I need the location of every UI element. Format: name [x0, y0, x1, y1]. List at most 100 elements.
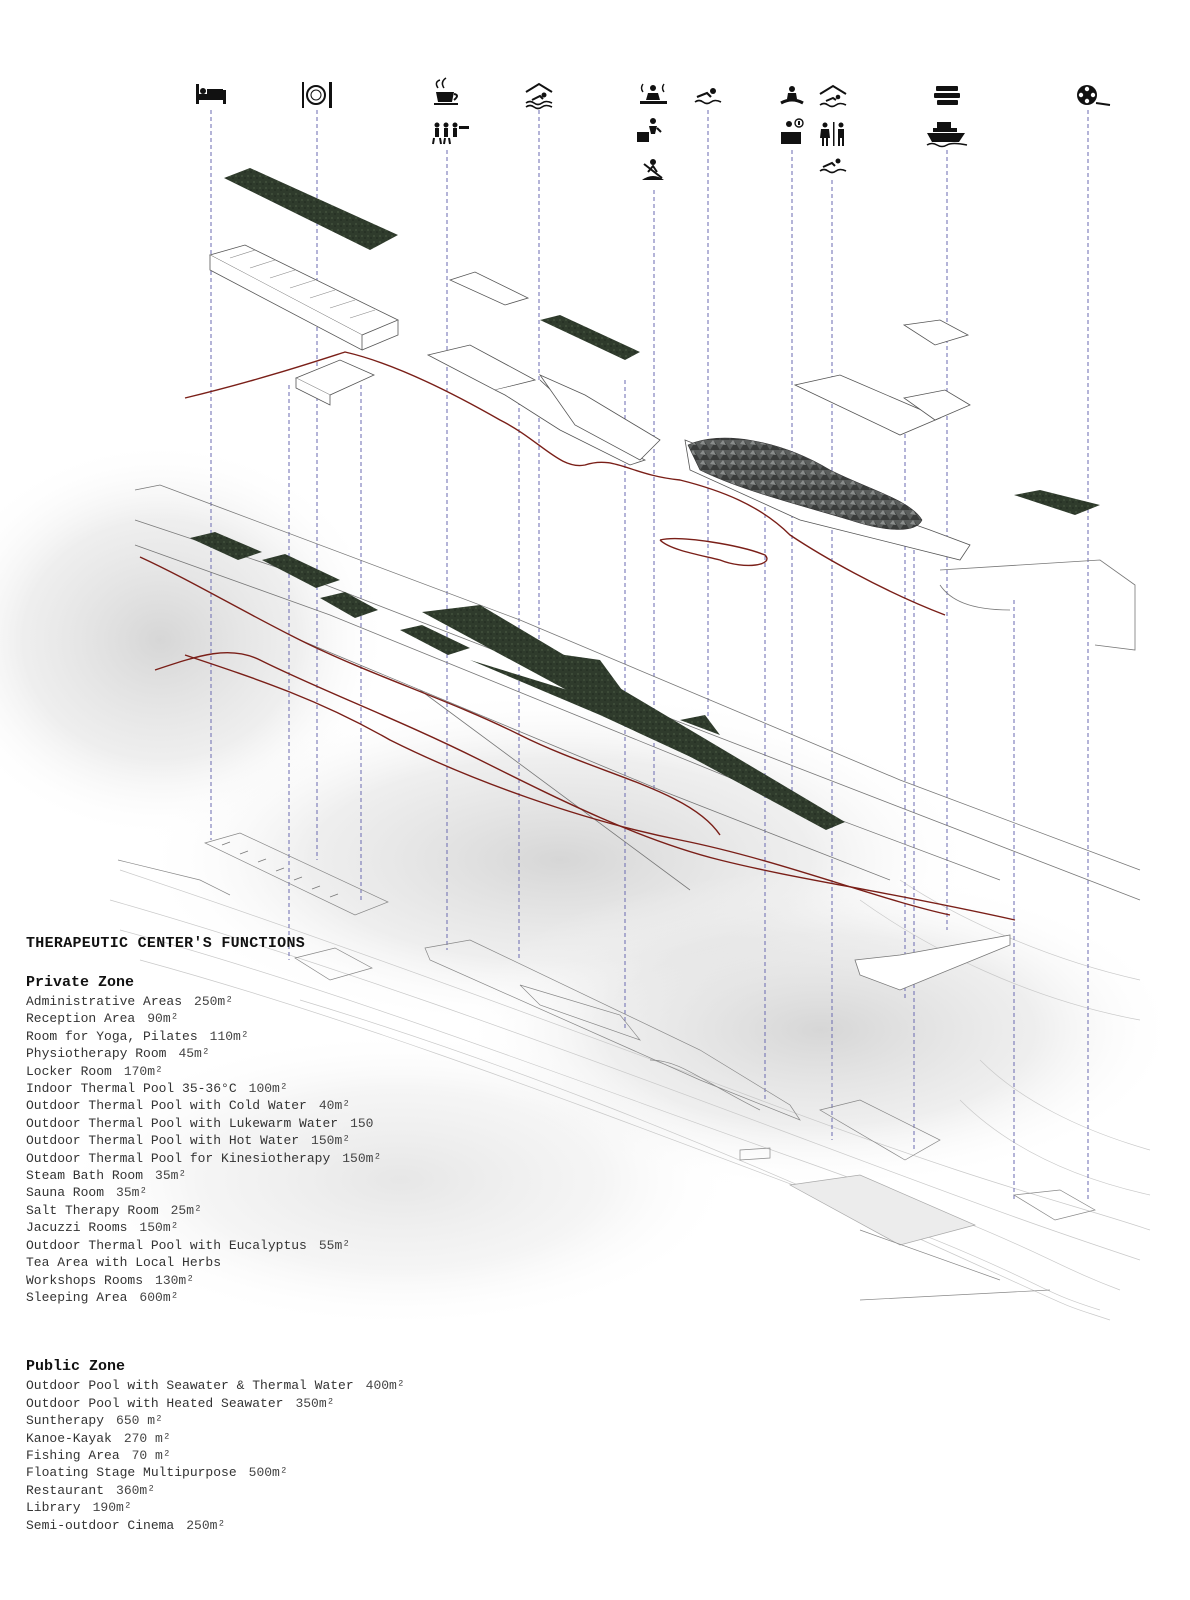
function-label: Salt Therapy Room [26, 1202, 159, 1218]
function-item: Library 190m² [26, 1499, 586, 1516]
sauna-icon [640, 83, 667, 104]
function-item: Restaurant 360m² [26, 1482, 586, 1499]
private-zone: Private Zone Administrative Areas 250m² Re… [26, 974, 586, 1306]
function-area: 250m² [194, 994, 234, 1009]
function-area: 110m² [209, 1028, 249, 1044]
yoga-icon [780, 86, 804, 105]
kayak-icon [642, 159, 664, 180]
swimming-icon [694, 88, 722, 105]
function-label: Outdoor Pool with Seawater & Thermal Wat… [26, 1378, 354, 1394]
function-item: Fishing Area 70 m² [26, 1447, 586, 1464]
guide-lines [210, 110, 1089, 1200]
function-label: Indoor Thermal Pool 35-36°C [26, 1081, 237, 1097]
section-contour-lines [139, 351, 1016, 921]
function-area: 40m² [318, 1098, 351, 1114]
function-item: Tea Area with Local Herbs [26, 1254, 586, 1271]
function-label: Outdoor Thermal Pool with Lukewarm Water [26, 1115, 339, 1131]
function-item: Physiotherapy Room 45m² [26, 1045, 586, 1062]
function-item: Room for Yoga, Pilates 110m² [26, 1028, 586, 1045]
function-label: Physiotherapy Room [26, 1046, 167, 1062]
function-area: 400m² [365, 1378, 405, 1394]
function-area: 150m² [342, 1150, 382, 1166]
function-item: Administrative Areas 250m² [26, 993, 586, 1010]
function-label: Outdoor Thermal Pool with Hot Water [26, 1133, 300, 1149]
rock-formation [687, 437, 923, 530]
function-label: Outdoor Pool with Heated Seawater [26, 1395, 284, 1411]
function-label: Library [26, 1500, 81, 1516]
function-area: 360m² [116, 1482, 156, 1498]
boat-stage-icon [926, 122, 968, 148]
function-label: Tea Area with Local Herbs [26, 1255, 222, 1271]
function-item: Outdoor Thermal Pool with Eucalyptus 55m² [26, 1237, 586, 1254]
function-label: Locker Room [26, 1063, 112, 1079]
function-area: 130m² [155, 1272, 195, 1288]
roofed-pool-icon [819, 84, 847, 108]
function-item: Outdoor Thermal Pool for Kinesiotherapy 1… [26, 1150, 586, 1167]
function-item: Workshops Rooms 130m² [26, 1272, 586, 1289]
zone-item-list: Outdoor Pool with Seawater & Thermal Wat… [26, 1377, 586, 1534]
function-label: Reception Area [26, 1011, 136, 1027]
ground-green-roofs [190, 532, 845, 830]
function-label: Workshops Rooms [26, 1272, 144, 1288]
function-item: Outdoor Pool with Seawater & Thermal Wat… [26, 1377, 586, 1394]
function-area: 190m² [92, 1500, 132, 1516]
function-label: Outdoor Thermal Pool with Cold Water [26, 1098, 307, 1114]
function-area: 150m² [139, 1220, 179, 1236]
function-label: Semi-outdoor Cinema [26, 1517, 175, 1533]
function-area: 25m² [170, 1202, 202, 1218]
functions-legend: THERAPEUTIC CENTER'S FUNCTIONS Private Z… [26, 935, 586, 1586]
zone-title: Public Zone [26, 1358, 126, 1376]
function-label: Room for Yoga, Pilates [26, 1028, 198, 1044]
upper-green-roofs [224, 168, 1100, 515]
function-area: 90m² [147, 1011, 179, 1027]
function-area: 250m² [186, 1517, 226, 1533]
function-label: Administrative Areas [26, 994, 183, 1009]
site-plan [117, 832, 1096, 1301]
function-label: Fishing Area [26, 1447, 120, 1463]
function-area: 55m² [318, 1237, 351, 1253]
function-area: 500m² [248, 1465, 288, 1481]
indoor-pool-icon [525, 82, 553, 110]
function-item: Indoor Thermal Pool 35-36°C 100m² [26, 1080, 586, 1097]
function-area: 35m² [116, 1185, 148, 1201]
reception-icon [781, 118, 804, 144]
function-item: Salt Therapy Room 25m² [26, 1202, 586, 1219]
function-item: Outdoor Thermal Pool with Hot Water 150m² [26, 1132, 586, 1149]
zone-item-list: Administrative Areas 250m² Reception Area 9… [26, 993, 586, 1306]
function-area: 150m² [311, 1133, 351, 1149]
function-item: Suntherapy 650 m² [26, 1412, 586, 1429]
function-label: Outdoor Thermal Pool with Eucalyptus [26, 1237, 307, 1253]
function-label: Restaurant [26, 1482, 105, 1498]
function-item: Sauna Room 35m² [26, 1184, 586, 1201]
function-label: Steam Bath Room [26, 1168, 144, 1184]
public-zone: Public Zone Outdoor Pool with Seawater &… [26, 1358, 586, 1534]
tea-cup-icon [434, 77, 458, 105]
function-area: 70 m² [131, 1447, 171, 1463]
function-label: Jacuzzi Rooms [26, 1220, 128, 1236]
function-label: Outdoor Thermal Pool for Kinesiotherapy [26, 1150, 331, 1166]
bed-icon [196, 84, 226, 104]
function-label: Kanoe-Kayak [26, 1430, 112, 1446]
function-area: 100m² [248, 1081, 288, 1097]
function-area: 35m² [155, 1168, 187, 1184]
physiotherapy-icon [637, 118, 662, 142]
cinema-reel-icon [1077, 85, 1111, 106]
function-item: Jacuzzi Rooms 150m² [26, 1219, 586, 1236]
function-label: Sleeping Area [26, 1289, 128, 1305]
legend-title: THERAPEUTIC CENTER'S FUNCTIONS [26, 935, 306, 952]
workshop-people-icon [432, 122, 469, 145]
terrain-shading [0, 440, 1180, 1330]
function-area: 650 m² [116, 1413, 163, 1429]
zone-title: Private Zone [26, 974, 135, 991]
function-label: Sauna Room [26, 1185, 105, 1201]
function-label: Suntherapy [26, 1413, 105, 1429]
function-area: 45m² [178, 1046, 210, 1062]
function-area: 150 [350, 1115, 374, 1131]
function-label: Floating Stage Multipurpose [26, 1465, 237, 1481]
dining-icon [302, 82, 332, 108]
